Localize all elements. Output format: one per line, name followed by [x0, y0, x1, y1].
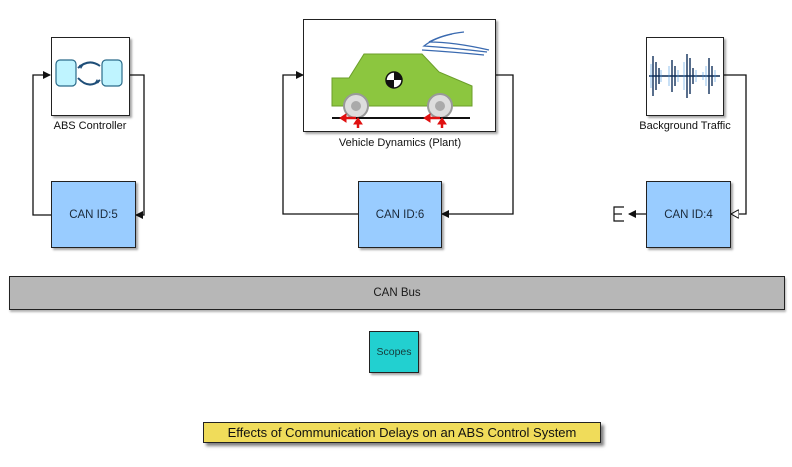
stateflow-chart-icon: [55, 59, 123, 87]
scopes-block[interactable]: Scopes: [369, 331, 419, 373]
background-traffic-label: Background Traffic: [639, 120, 731, 132]
vehicle-dynamics-label: Vehicle Dynamics (Plant): [338, 137, 462, 149]
can-node-5[interactable]: CAN ID:5: [51, 181, 136, 248]
wire-can6-to-vehicle[interactable]: [282, 71, 358, 215]
wire-vehicle-to-can6[interactable]: [441, 74, 514, 218]
wire-abs-to-can5[interactable]: [130, 74, 145, 219]
abs-controller-block[interactable]: [51, 37, 130, 116]
wire-can5-to-abs[interactable]: [32, 71, 51, 216]
vehicle-dynamics-block[interactable]: [303, 19, 496, 132]
terminator-icon: [613, 206, 624, 222]
car-icon: [331, 31, 490, 128]
background-traffic-block[interactable]: [646, 37, 724, 116]
wire-traffic-to-can4[interactable]: [724, 74, 747, 214]
can-bus-block[interactable]: CAN Bus: [9, 276, 785, 310]
can-node-6[interactable]: CAN ID:6: [358, 181, 442, 248]
diagram-title-annotation[interactable]: Effects of Communication Delays on an AB…: [203, 422, 601, 443]
abs-controller-label: ABS Controller: [53, 120, 127, 132]
waveform-icon: [649, 54, 720, 98]
can-node-4[interactable]: CAN ID:4: [646, 181, 731, 248]
wind-lines: [421, 31, 490, 56]
